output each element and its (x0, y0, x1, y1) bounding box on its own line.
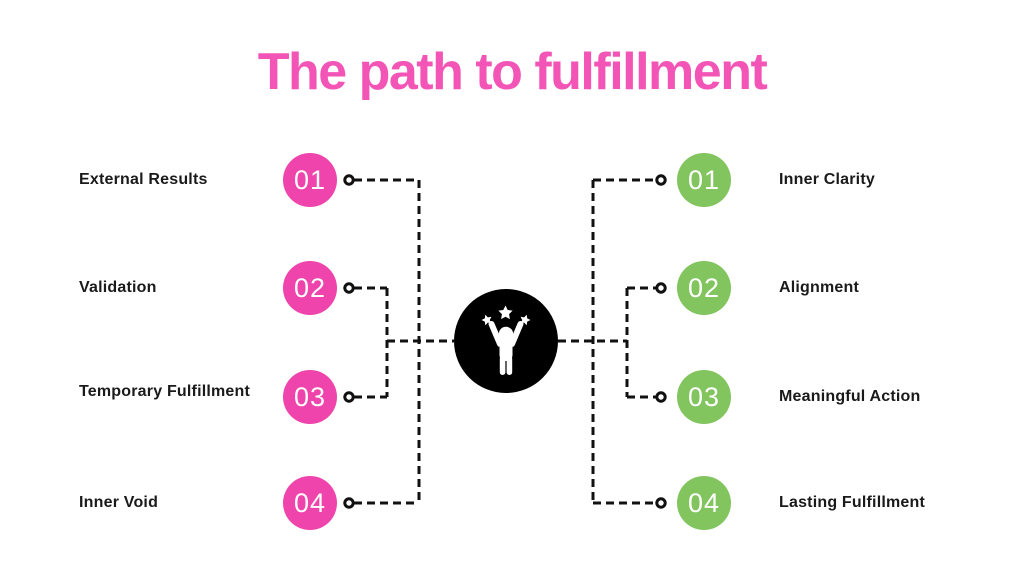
left-step-2-circle: 02 (283, 261, 337, 315)
right-step-2-label: Alignment (779, 279, 860, 296)
person-torso (499, 338, 513, 361)
person-head (498, 326, 514, 342)
right-step-4-label: Lasting Fulfillment (779, 494, 926, 511)
right-step-3-circle: 03 (677, 370, 731, 424)
right-step-1-label: Inner Clarity (779, 171, 875, 188)
person-leg (506, 356, 513, 375)
right-step-4-circle: 04 (677, 476, 731, 530)
right-step-3-label: Meaningful Action (779, 388, 921, 405)
person-leg (499, 356, 506, 375)
connector-dot (655, 282, 667, 294)
page-title: The path to fulfillment (257, 43, 768, 101)
left-step-1-label: External Results (79, 171, 208, 188)
right-step-1-circle: 01 (677, 153, 731, 207)
connector-dot (655, 174, 667, 186)
left-step-2-label: Validation (79, 279, 157, 296)
star-icon (498, 305, 513, 320)
left-step-1-circle: 01 (283, 153, 337, 207)
dashed-lines-group (354, 178, 656, 505)
connector-dot (343, 497, 355, 509)
cheering-person-with-stars-icon (481, 305, 531, 375)
connector-dot (343, 282, 355, 294)
person-arms (488, 321, 524, 347)
connector-dot (343, 391, 355, 403)
left-step-3-circle: 03 (283, 370, 337, 424)
left-step-3-label: Temporary Fulfillment (79, 383, 251, 400)
connector-dot (655, 391, 667, 403)
connector-dot (343, 174, 355, 186)
connector-dots-group (343, 174, 667, 509)
left-step-4-label: Inner Void (79, 494, 159, 511)
right-step-2-circle: 02 (677, 261, 731, 315)
center-circle (454, 289, 558, 393)
left-step-4-circle: 04 (283, 476, 337, 530)
connector-dot (655, 497, 667, 509)
